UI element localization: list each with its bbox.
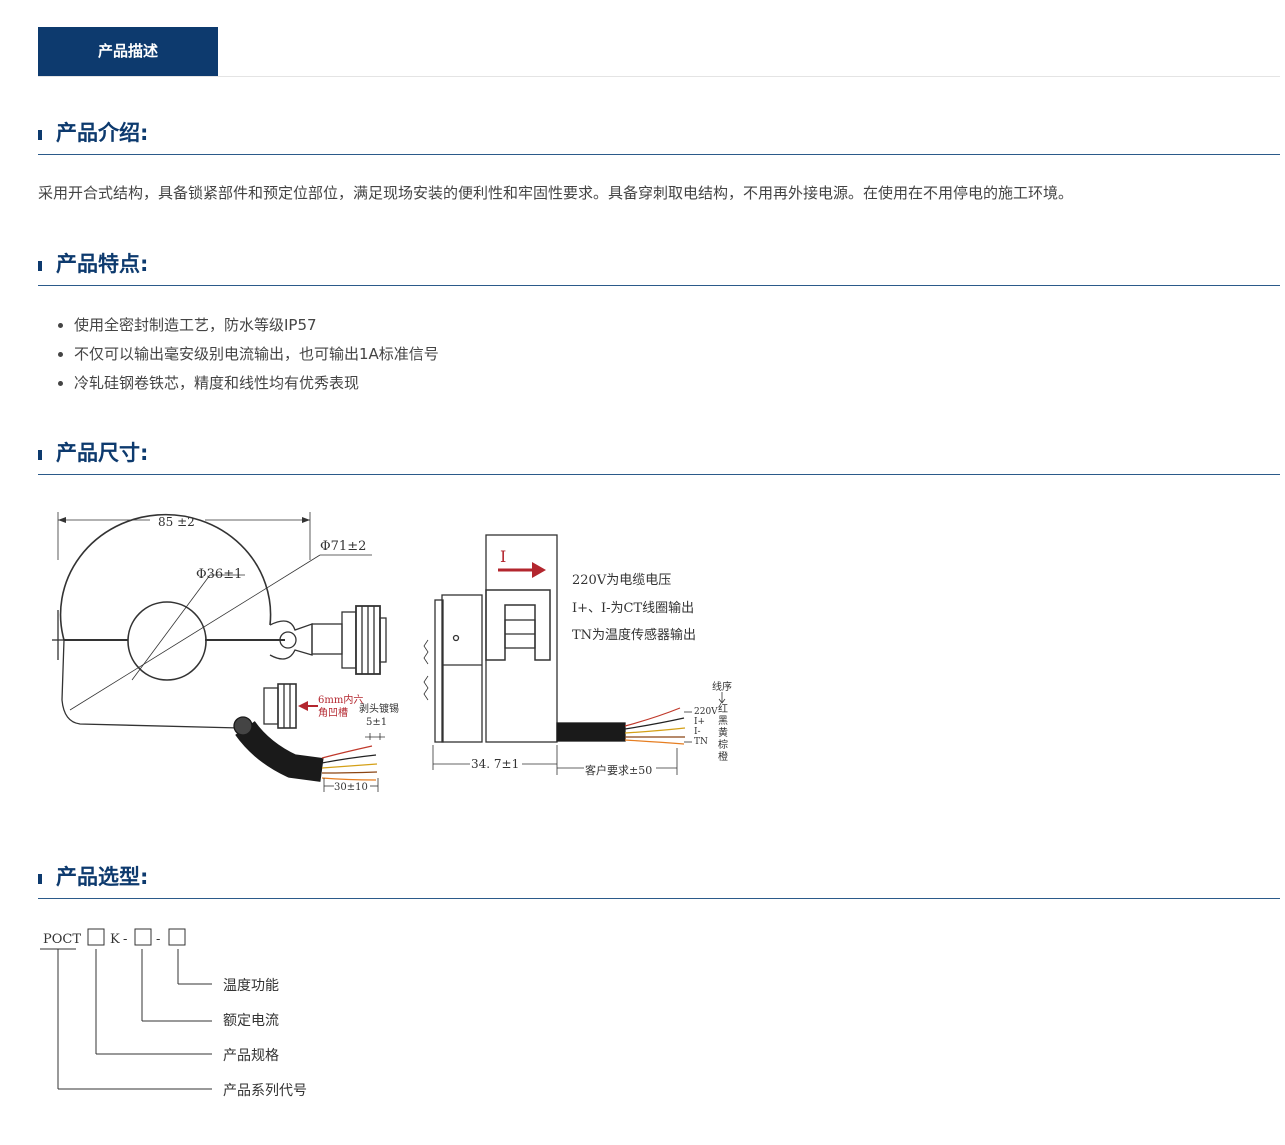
bullet-icon	[58, 352, 63, 357]
wire-label: 220V	[694, 707, 718, 717]
section-title-selection: 产品选型:	[56, 865, 149, 889]
note-ct-output: I+、I-为CT线圈输出	[572, 600, 694, 616]
hex-note-line1: 6mm内六	[318, 693, 363, 706]
section-header-features: 产品特点:	[38, 245, 1280, 286]
note-temp-output: TN为温度传感器输出	[572, 627, 696, 643]
strip-note-line2: 5±1	[366, 717, 387, 728]
wire-color: 红	[718, 702, 728, 715]
inner-diameter-label: Φ36±1	[196, 567, 242, 582]
field-temperature: 温度功能	[223, 978, 279, 994]
field-series-code: 产品系列代号	[223, 1083, 307, 1099]
front-view	[52, 512, 387, 792]
model-prefix: POCT	[43, 932, 81, 947]
model-k: K	[110, 932, 120, 947]
section-marker	[38, 450, 42, 460]
strip-length-label: 30±10	[334, 782, 368, 793]
section-title-dimensions: 产品尺寸:	[56, 441, 149, 465]
wire-label: TN	[694, 737, 708, 747]
field-rated-current: 额定电流	[223, 1013, 279, 1029]
section-title-features: 产品特点:	[56, 252, 149, 276]
section-header-dimensions: 产品尺寸:	[38, 434, 1280, 475]
width-dimension-label: 85 ±2	[158, 515, 195, 529]
bullet-icon	[58, 381, 63, 386]
section-marker	[38, 874, 42, 884]
hex-note-arrow	[298, 701, 318, 711]
field-spec: 产品规格	[223, 1048, 279, 1064]
current-label: I	[500, 547, 506, 566]
section-marker	[38, 261, 42, 271]
list-item: 冷轧硅钢卷铁芯，精度和线性均有优秀表现	[38, 369, 439, 398]
wire-color: 棕	[718, 738, 728, 751]
wire-color: 黑	[718, 715, 728, 727]
tab-product-description[interactable]: 产品描述	[38, 27, 218, 76]
bullet-icon	[58, 323, 63, 328]
feature-list: 使用全密封制造工艺，防水等级IP57 不仅可以输出毫安级别电流输出，也可输出1A…	[38, 311, 439, 398]
hex-note-line2: 角凹槽	[318, 706, 348, 719]
model-separator: -	[156, 932, 160, 947]
list-item: 使用全密封制造工艺，防水等级IP57	[38, 311, 439, 340]
section-header-selection: 产品选型:	[38, 858, 1280, 899]
model-separator: -	[123, 932, 127, 947]
section-marker	[38, 130, 42, 140]
wire-color: 黄	[718, 726, 728, 739]
outer-diameter-label: Φ71±2	[320, 539, 366, 554]
strip-note-line1: 剥头镀锡	[359, 702, 399, 715]
cable-length-label: 客户要求±50	[585, 763, 652, 777]
wire-order-title: 线序	[712, 680, 732, 693]
side-view	[423, 534, 726, 775]
wire-color: 橙	[718, 750, 728, 763]
wire-label: I-	[694, 727, 701, 737]
current-direction-arrow	[498, 562, 546, 578]
wire-label: I+	[694, 717, 705, 727]
section-header-intro: 产品介绍:	[38, 114, 1280, 155]
intro-paragraph: 采用开合式结构，具备锁紧部件和预定位部位，满足现场安装的便利性和牢固性要求。具备…	[38, 184, 1074, 202]
note-cable-voltage: 220V为电缆电压	[572, 572, 671, 588]
section-title-intro: 产品介绍:	[56, 121, 149, 145]
list-item: 不仅可以输出毫安级别电流输出，也可输出1A标准信号	[38, 340, 439, 369]
tab-bar: 产品描述	[38, 27, 1280, 77]
side-width-label: 34. 7±1	[471, 757, 519, 771]
